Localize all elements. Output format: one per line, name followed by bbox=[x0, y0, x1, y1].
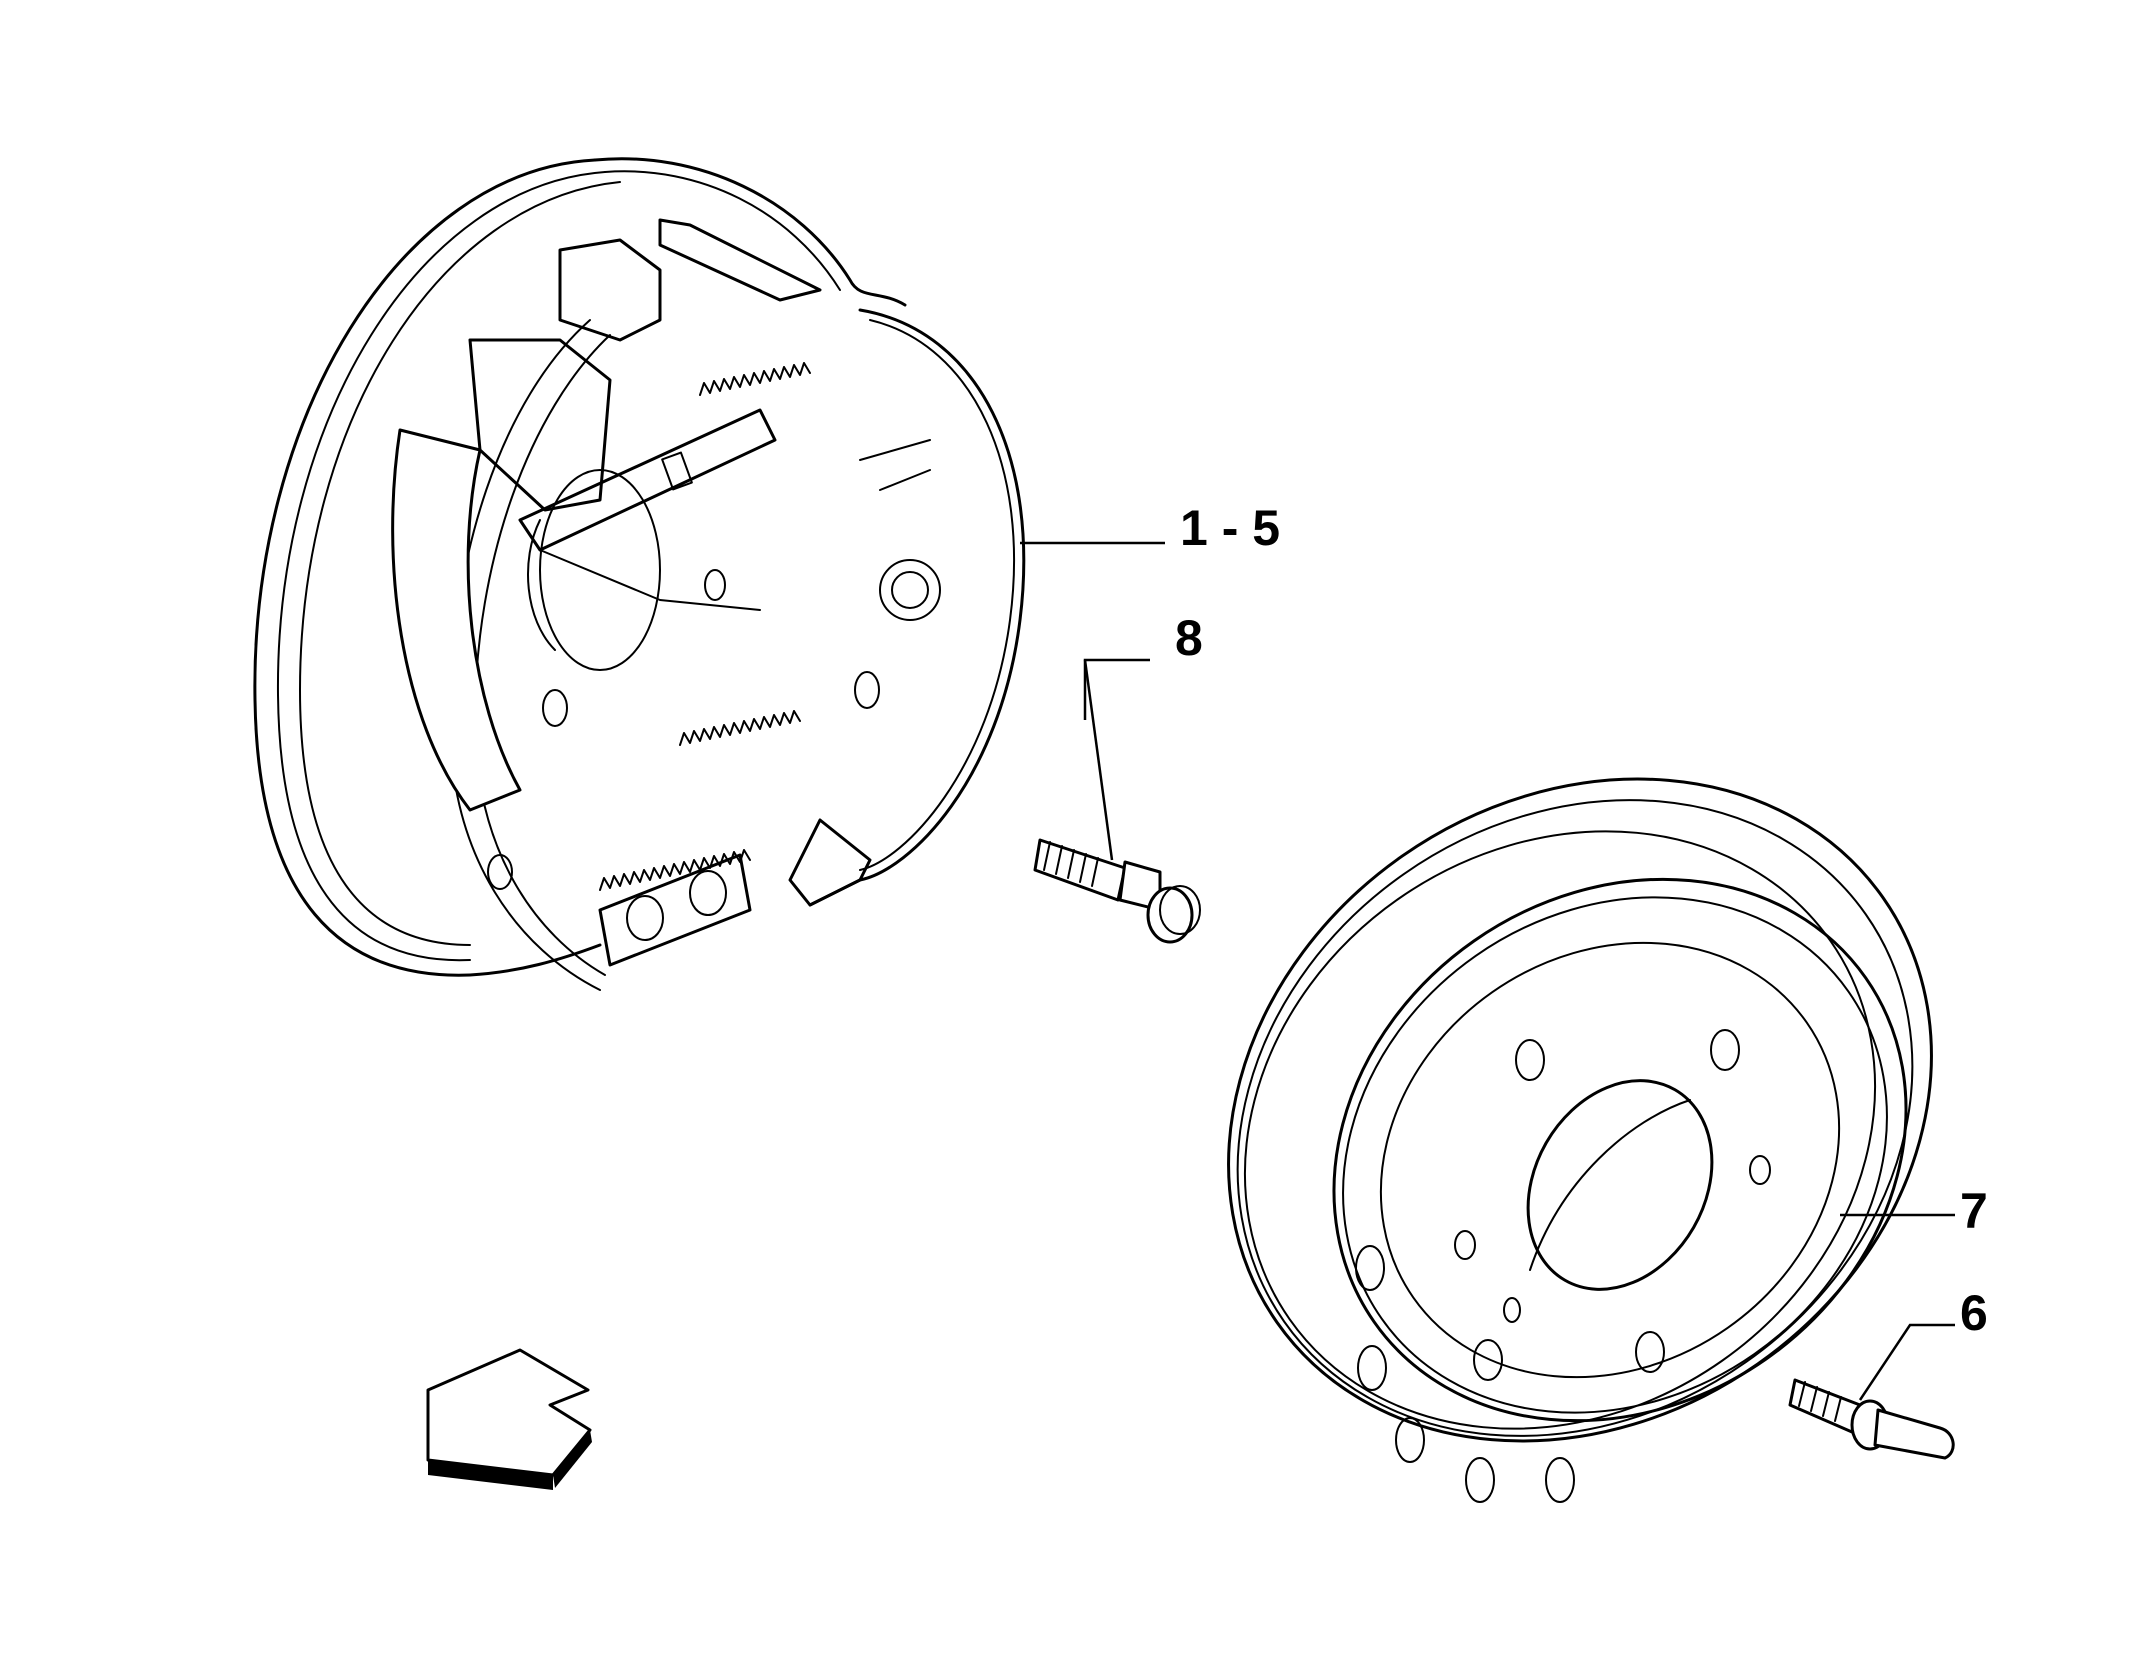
lower-spring bbox=[599, 849, 751, 891]
brake-shoe-assembly bbox=[253, 157, 1026, 991]
callout-label-drum-screw: 6 bbox=[1960, 1285, 1988, 1341]
callout-label-backplate-bolt: 8 bbox=[1175, 610, 1203, 666]
callout-label-brake-drum: 7 bbox=[1960, 1183, 1988, 1239]
middle-spring bbox=[679, 710, 801, 746]
direction-arrow-icon bbox=[426, 1348, 592, 1490]
backplate-bolt bbox=[1033, 838, 1201, 944]
callout-label-brake-assembly: 1 - 5 bbox=[1180, 500, 1280, 556]
brake-drum bbox=[1227, 777, 1933, 1503]
leader-lines bbox=[1020, 541, 1955, 1401]
upper-spring bbox=[699, 362, 811, 396]
drum-screw bbox=[1788, 1378, 1955, 1460]
